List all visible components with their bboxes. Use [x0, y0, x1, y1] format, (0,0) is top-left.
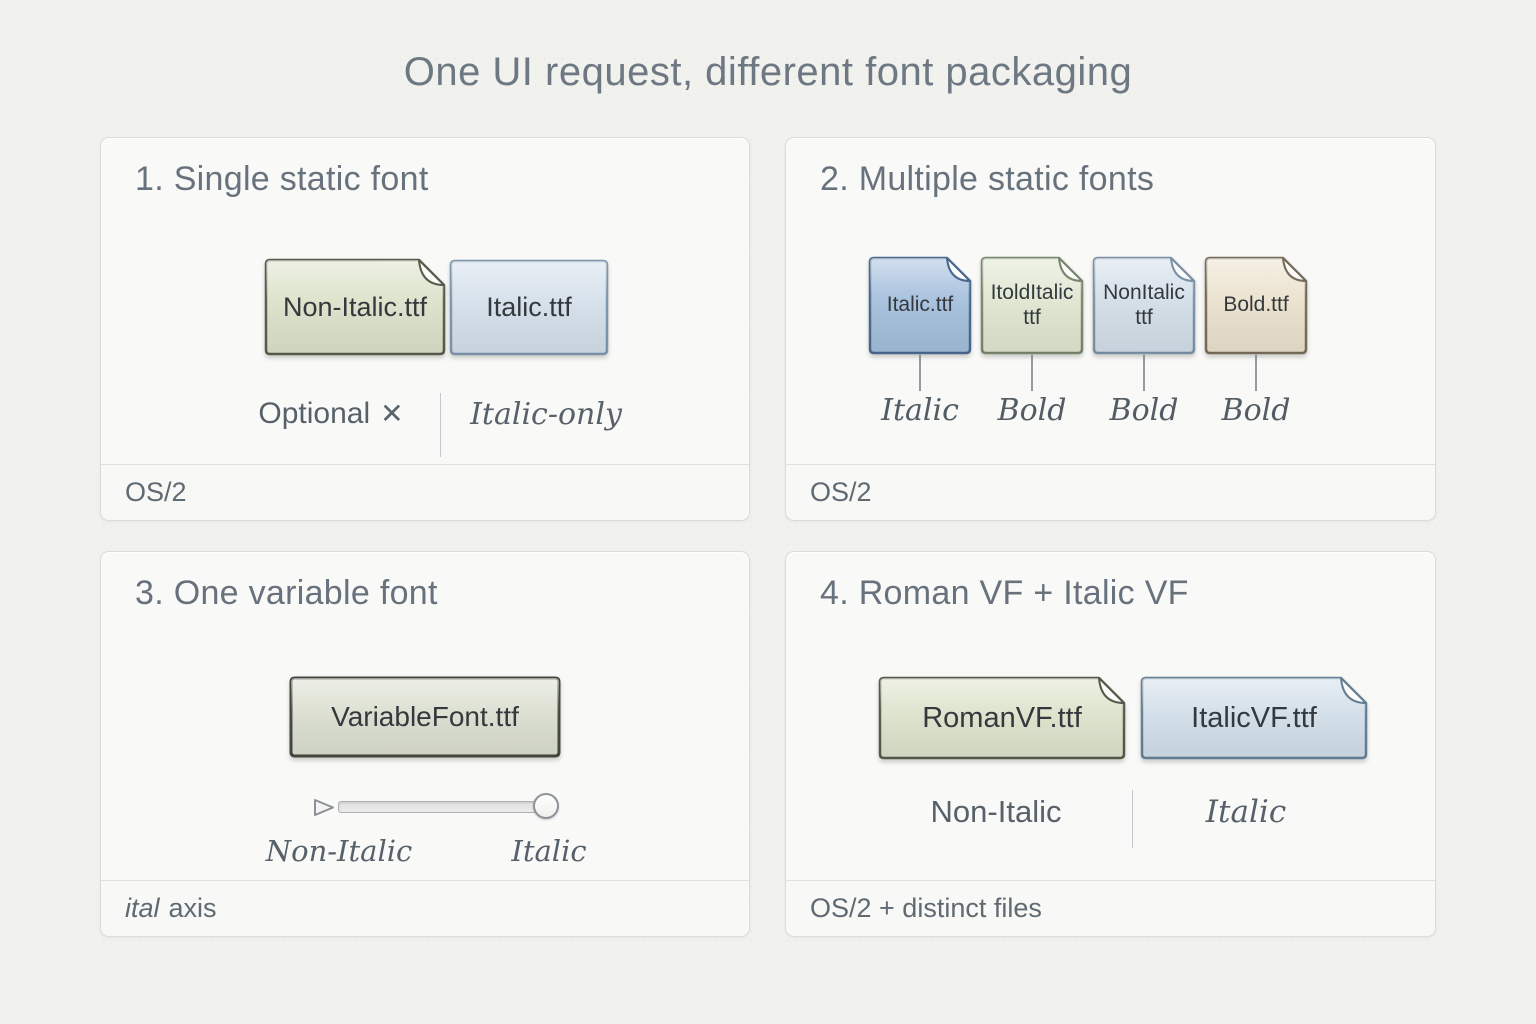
axis-tag-text: ital	[125, 893, 160, 923]
connector-line	[919, 355, 921, 391]
file-label: RomanVF.ttf	[922, 701, 1082, 734]
annotation-non-italic: Non-Italic	[930, 794, 1062, 829]
footer-text: OS/2	[810, 477, 872, 507]
footer-text: OS/2	[125, 477, 187, 507]
style-tag: Bold	[1221, 393, 1291, 428]
file-italic-ttf: Italic.ttf	[449, 259, 609, 356]
panel-single-static-font: 1. Single static font Non-Italic.ttf Ita…	[100, 137, 750, 521]
file-label: VariableFont.ttf	[331, 701, 519, 732]
style-tag: Bold	[1109, 393, 1179, 428]
file-romanvf-ttf: RomanVF.ttf	[878, 676, 1126, 760]
italic-axis-slider-track[interactable]	[338, 801, 546, 813]
file-nonitalic-ttf: NonItalic ttf	[1092, 256, 1196, 355]
page-title: One UI request, different font packaging	[403, 50, 1133, 94]
panel-2-heading: 2. Multiple static fonts	[820, 160, 1155, 198]
annotation-italic-only: Italic-only	[470, 397, 622, 432]
italic-axis-slider-thumb[interactable]	[533, 793, 559, 819]
panel-3-footer: ital axis	[101, 880, 749, 936]
panel-1-heading: 1. Single static font	[135, 160, 429, 198]
file-itolditalic-ttf: ItoldItalic ttf	[980, 256, 1084, 355]
footer-text: axis	[168, 893, 217, 923]
file-label: ItalicVF.ttf	[1191, 701, 1317, 734]
annotation-italic: Italic	[1205, 794, 1287, 830]
panel-1-footer: OS/2	[101, 464, 749, 520]
footer-text: OS/2 + distinct files	[810, 893, 1042, 923]
file-non-italic-ttf: Non-Italic.ttf	[264, 258, 446, 356]
file-group: Italic.ttf Italic ItoldItalic ttf Bold N…	[868, 256, 1308, 431]
panel-one-variable-font: 3. One variable font VariableFont.ttf No…	[100, 551, 750, 937]
style-tag: Italic	[881, 393, 959, 428]
panel-3-heading: 3. One variable font	[135, 574, 438, 612]
file-column: Bold.ttf Bold	[1204, 256, 1308, 431]
file-label: NonItalic ttf	[1103, 280, 1185, 329]
file-label: Non-Italic.ttf	[282, 291, 428, 322]
panel-4-footer: OS/2 + distinct files	[786, 880, 1435, 936]
axis-arrow-icon[interactable]	[312, 797, 337, 818]
connector-line	[1255, 355, 1257, 391]
connector-line	[1143, 355, 1145, 391]
slider-label-italic: Italic	[511, 834, 587, 868]
annotation-row: Optional ✕ Italic-only	[101, 393, 749, 459]
file-bold-ttf: Bold.ttf	[1204, 256, 1308, 355]
slider-label-non-italic: Non-Italic	[265, 834, 413, 868]
file-label: Italic.ttf	[486, 292, 572, 322]
file-label: ItoldItalic ttf	[990, 280, 1074, 329]
panel-multiple-static-fonts: 2. Multiple static fonts Italic.ttf Ital…	[785, 137, 1436, 521]
panel-roman-vf-italic-vf: 4. Roman VF + Italic VF RomanVF.ttf Ital…	[785, 551, 1436, 937]
file-italic-ttf: Italic.ttf	[868, 256, 972, 355]
annotation-optional: Optional ✕	[258, 397, 403, 431]
file-column: Italic.ttf Italic	[868, 256, 972, 431]
file-label: Bold.ttf	[1223, 293, 1289, 317]
file-italicvf-ttf: ItalicVF.ttf	[1140, 676, 1368, 760]
vertical-divider	[1132, 790, 1133, 848]
panel-2-footer: OS/2	[786, 464, 1435, 520]
annotation-text: Optional	[258, 397, 371, 430]
file-variablefont-ttf: VariableFont.ttf	[289, 676, 561, 758]
style-tag: Bold	[997, 393, 1067, 428]
connector-line	[1031, 355, 1033, 391]
x-mark-icon: ✕	[380, 398, 404, 429]
panel-4-heading: 4. Roman VF + Italic VF	[820, 574, 1189, 612]
vertical-divider	[440, 393, 441, 457]
file-group: Non-Italic.ttf Italic.ttf	[264, 258, 609, 356]
file-label: Italic.ttf	[886, 293, 954, 317]
annotation-row: Non-Italic Italic	[786, 790, 1435, 850]
file-column: ItoldItalic ttf Bold	[980, 256, 1084, 431]
file-column: NonItalic ttf Bold	[1092, 256, 1196, 431]
